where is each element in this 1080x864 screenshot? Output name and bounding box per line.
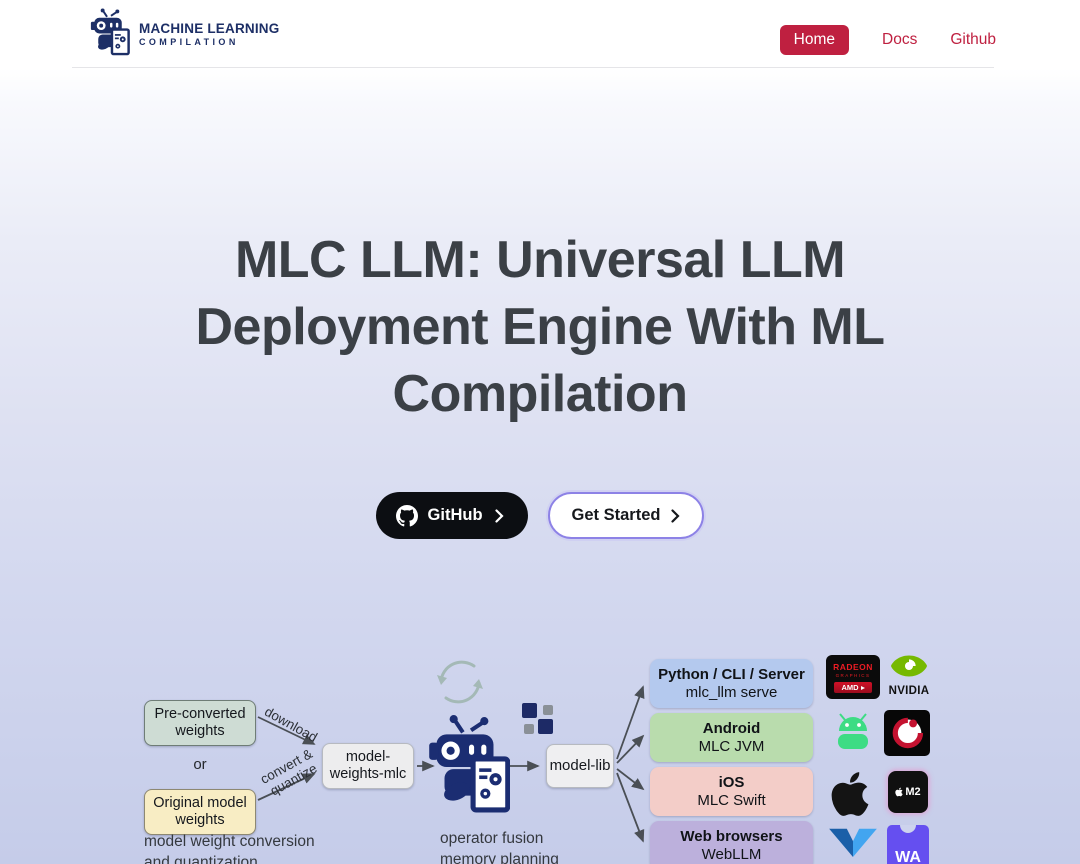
logo-text-line1: MACHINE LEARNING bbox=[139, 21, 280, 36]
refresh-cycle-icon bbox=[437, 660, 483, 704]
nav-item-home[interactable]: Home bbox=[779, 25, 849, 55]
model-lib-box: model-lib bbox=[546, 744, 614, 788]
mlc-robot-icon bbox=[90, 8, 130, 56]
page-title: MLC LLM: Universal LLM Deployment Engine… bbox=[0, 227, 1080, 428]
github-button[interactable]: GitHub bbox=[375, 492, 528, 539]
get-started-button-label: Get Started bbox=[571, 506, 661, 524]
or-label: or bbox=[193, 756, 207, 773]
target-python-cli-server: Python / CLI / Server mlc_llm serve bbox=[650, 659, 813, 708]
webassembly-logo: WA bbox=[887, 825, 929, 864]
original-weights-box: Original model weights bbox=[144, 789, 256, 835]
amd-radeon-logo: RADEON GRAPHICS AMD bbox=[826, 655, 880, 699]
page-title-line2: Deployment Engine With ML bbox=[195, 298, 885, 356]
hero-buttons: GitHub Get Started bbox=[0, 492, 1080, 539]
android-logo bbox=[838, 713, 868, 749]
target-ios: iOS MLC Swift bbox=[650, 767, 813, 816]
header: MACHINE LEARNING COMPILATION Home Docs G… bbox=[0, 0, 1080, 68]
webgpu-logo: WebGPU bbox=[826, 827, 880, 864]
chevron-right-icon bbox=[494, 508, 504, 523]
site-logo[interactable]: MACHINE LEARNING COMPILATION bbox=[88, 8, 279, 56]
target-android: Android MLC JVM bbox=[650, 713, 813, 762]
architecture-diagram: Pre-converted weights or Original model … bbox=[0, 640, 1080, 864]
apple-m2-logo: M2 bbox=[888, 771, 928, 813]
nav-item-docs[interactable]: Docs bbox=[882, 31, 918, 48]
caption-operator-fusion: operator fusion memory planning bbox=[440, 830, 559, 864]
snapdragon-logo bbox=[884, 710, 930, 756]
diagram-arrows bbox=[257, 685, 645, 843]
nav-item-github[interactable]: Github bbox=[950, 31, 996, 48]
page-title-line1: MLC LLM: Universal LLM bbox=[234, 231, 846, 289]
model-weights-mlc-box: model-weights-mlc bbox=[322, 743, 414, 789]
page-title-line3: Compilation bbox=[392, 365, 688, 423]
github-button-label: GitHub bbox=[427, 506, 483, 524]
main-nav: Home Docs Github bbox=[779, 25, 996, 55]
chevron-right-icon bbox=[671, 508, 681, 523]
logo-text-line2: COMPILATION bbox=[139, 37, 239, 47]
nvidia-logo: NVIDIA bbox=[884, 653, 934, 697]
mlc-robot-icon bbox=[429, 715, 510, 813]
target-web-browsers: Web browsers WebLLM bbox=[650, 821, 813, 864]
caption-weight-conversion: model weight conversion and quantization bbox=[144, 833, 315, 864]
pre-converted-weights-box: Pre-converted weights bbox=[144, 700, 256, 746]
apple-logo bbox=[831, 772, 869, 816]
get-started-button[interactable]: Get Started bbox=[547, 492, 705, 539]
github-icon bbox=[395, 504, 418, 526]
blocks-icon bbox=[522, 703, 553, 734]
